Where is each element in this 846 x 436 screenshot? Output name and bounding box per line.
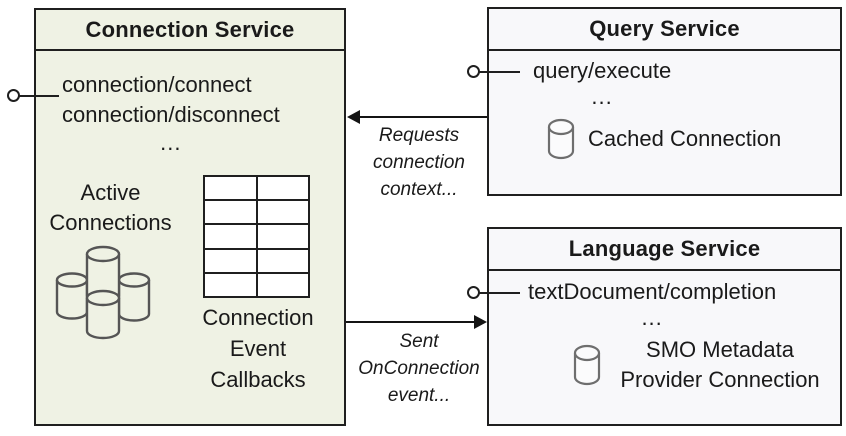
table-cell <box>257 177 308 200</box>
methods-ellipsis: ... <box>641 305 663 330</box>
callback-table-icon <box>203 175 310 298</box>
table-cell <box>205 201 256 224</box>
smo-metadata-provider-connection-label: SMO Metadata Provider Connection <box>620 337 820 392</box>
language-service-title: Language Service <box>489 229 840 271</box>
database-icon <box>547 117 575 161</box>
table-cell <box>205 177 256 200</box>
method-connection-disconnect: connection/disconnect <box>62 102 280 127</box>
requests-connection-context-label: Requests connection context... <box>373 125 465 200</box>
table-cell <box>257 201 308 224</box>
query-service-title: Query Service <box>489 9 840 51</box>
sent-arrow-head-icon <box>474 315 487 329</box>
connection-service-methods: connection/connect connection/disconnect… <box>62 70 280 156</box>
language-service-methods: textDocument/completion ... <box>528 279 776 331</box>
table-cell <box>257 249 308 272</box>
table-cell <box>205 249 256 272</box>
sent-onconnection-event-label: Sent OnConnection event... <box>358 331 480 406</box>
cached-connection-row: Cached Connection <box>547 117 781 161</box>
language-service-interface-wire <box>479 292 520 294</box>
methods-ellipsis: ... <box>591 84 613 109</box>
method-connection-connect: connection/connect <box>62 72 252 97</box>
method-query-execute: query/execute <box>533 58 672 83</box>
database-cluster-icon <box>55 242 151 340</box>
table-cell <box>257 225 308 248</box>
query-service-interface-wire <box>479 71 520 73</box>
smo-metadata-row: SMO Metadata Provider Connection <box>573 335 826 395</box>
connection-service-box: Connection Service connection/connect co… <box>34 8 346 426</box>
database-icon <box>573 343 601 387</box>
sent-arrow-line <box>346 321 475 323</box>
connection-service-title: Connection Service <box>36 10 344 51</box>
table-cell <box>205 273 256 296</box>
active-connections-label: Active Connections <box>49 180 172 235</box>
query-service-methods: query/execute ... <box>533 58 671 110</box>
connection-service-interface-wire <box>19 95 59 97</box>
requests-arrow-line <box>357 116 487 118</box>
requests-arrow-head-icon <box>347 110 360 124</box>
connection-event-callbacks-label: Connection Event Callbacks <box>202 305 314 392</box>
methods-ellipsis: ... <box>160 130 182 155</box>
cached-connection-label: Cached Connection <box>588 126 782 151</box>
language-service-box: Language Service textDocument/completion… <box>487 227 842 426</box>
method-textdocument-completion: textDocument/completion <box>528 279 777 304</box>
query-service-box: Query Service query/execute ... Cached C… <box>487 7 842 196</box>
table-cell <box>257 273 308 296</box>
table-cell <box>205 225 256 248</box>
